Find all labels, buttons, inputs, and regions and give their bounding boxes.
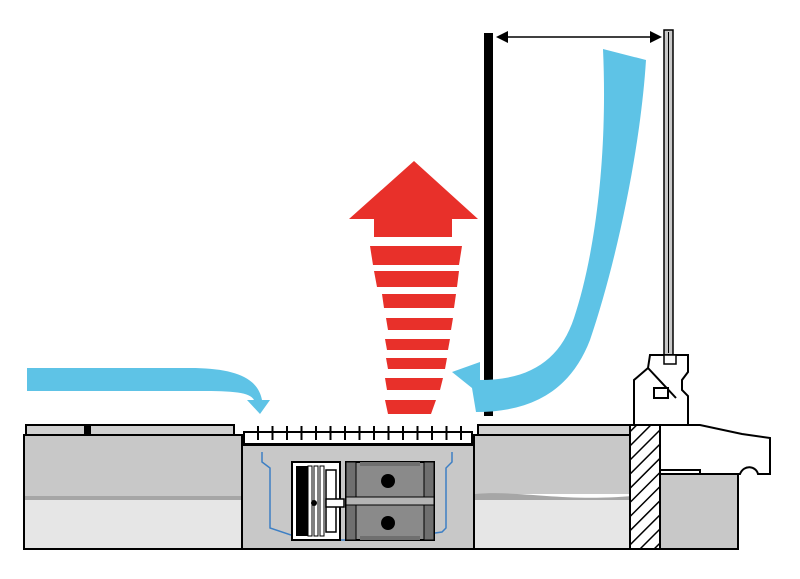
heat-exchanger xyxy=(345,461,435,541)
wall-section xyxy=(629,424,661,550)
curtain xyxy=(484,33,493,416)
trench-housing xyxy=(241,426,475,550)
window-sill xyxy=(659,424,771,550)
warm-air-arrow xyxy=(349,161,478,414)
floor-right xyxy=(473,424,635,550)
fan-unit xyxy=(291,461,345,541)
cold-air-window-arrow xyxy=(452,49,646,412)
cold-air-left-arrow xyxy=(27,368,270,414)
dimension-arrow xyxy=(496,31,662,43)
floor-left xyxy=(23,424,243,550)
window-frame xyxy=(633,29,689,426)
floor-marker xyxy=(84,425,91,435)
floor-grille xyxy=(243,431,473,445)
grille-bars xyxy=(257,426,462,440)
